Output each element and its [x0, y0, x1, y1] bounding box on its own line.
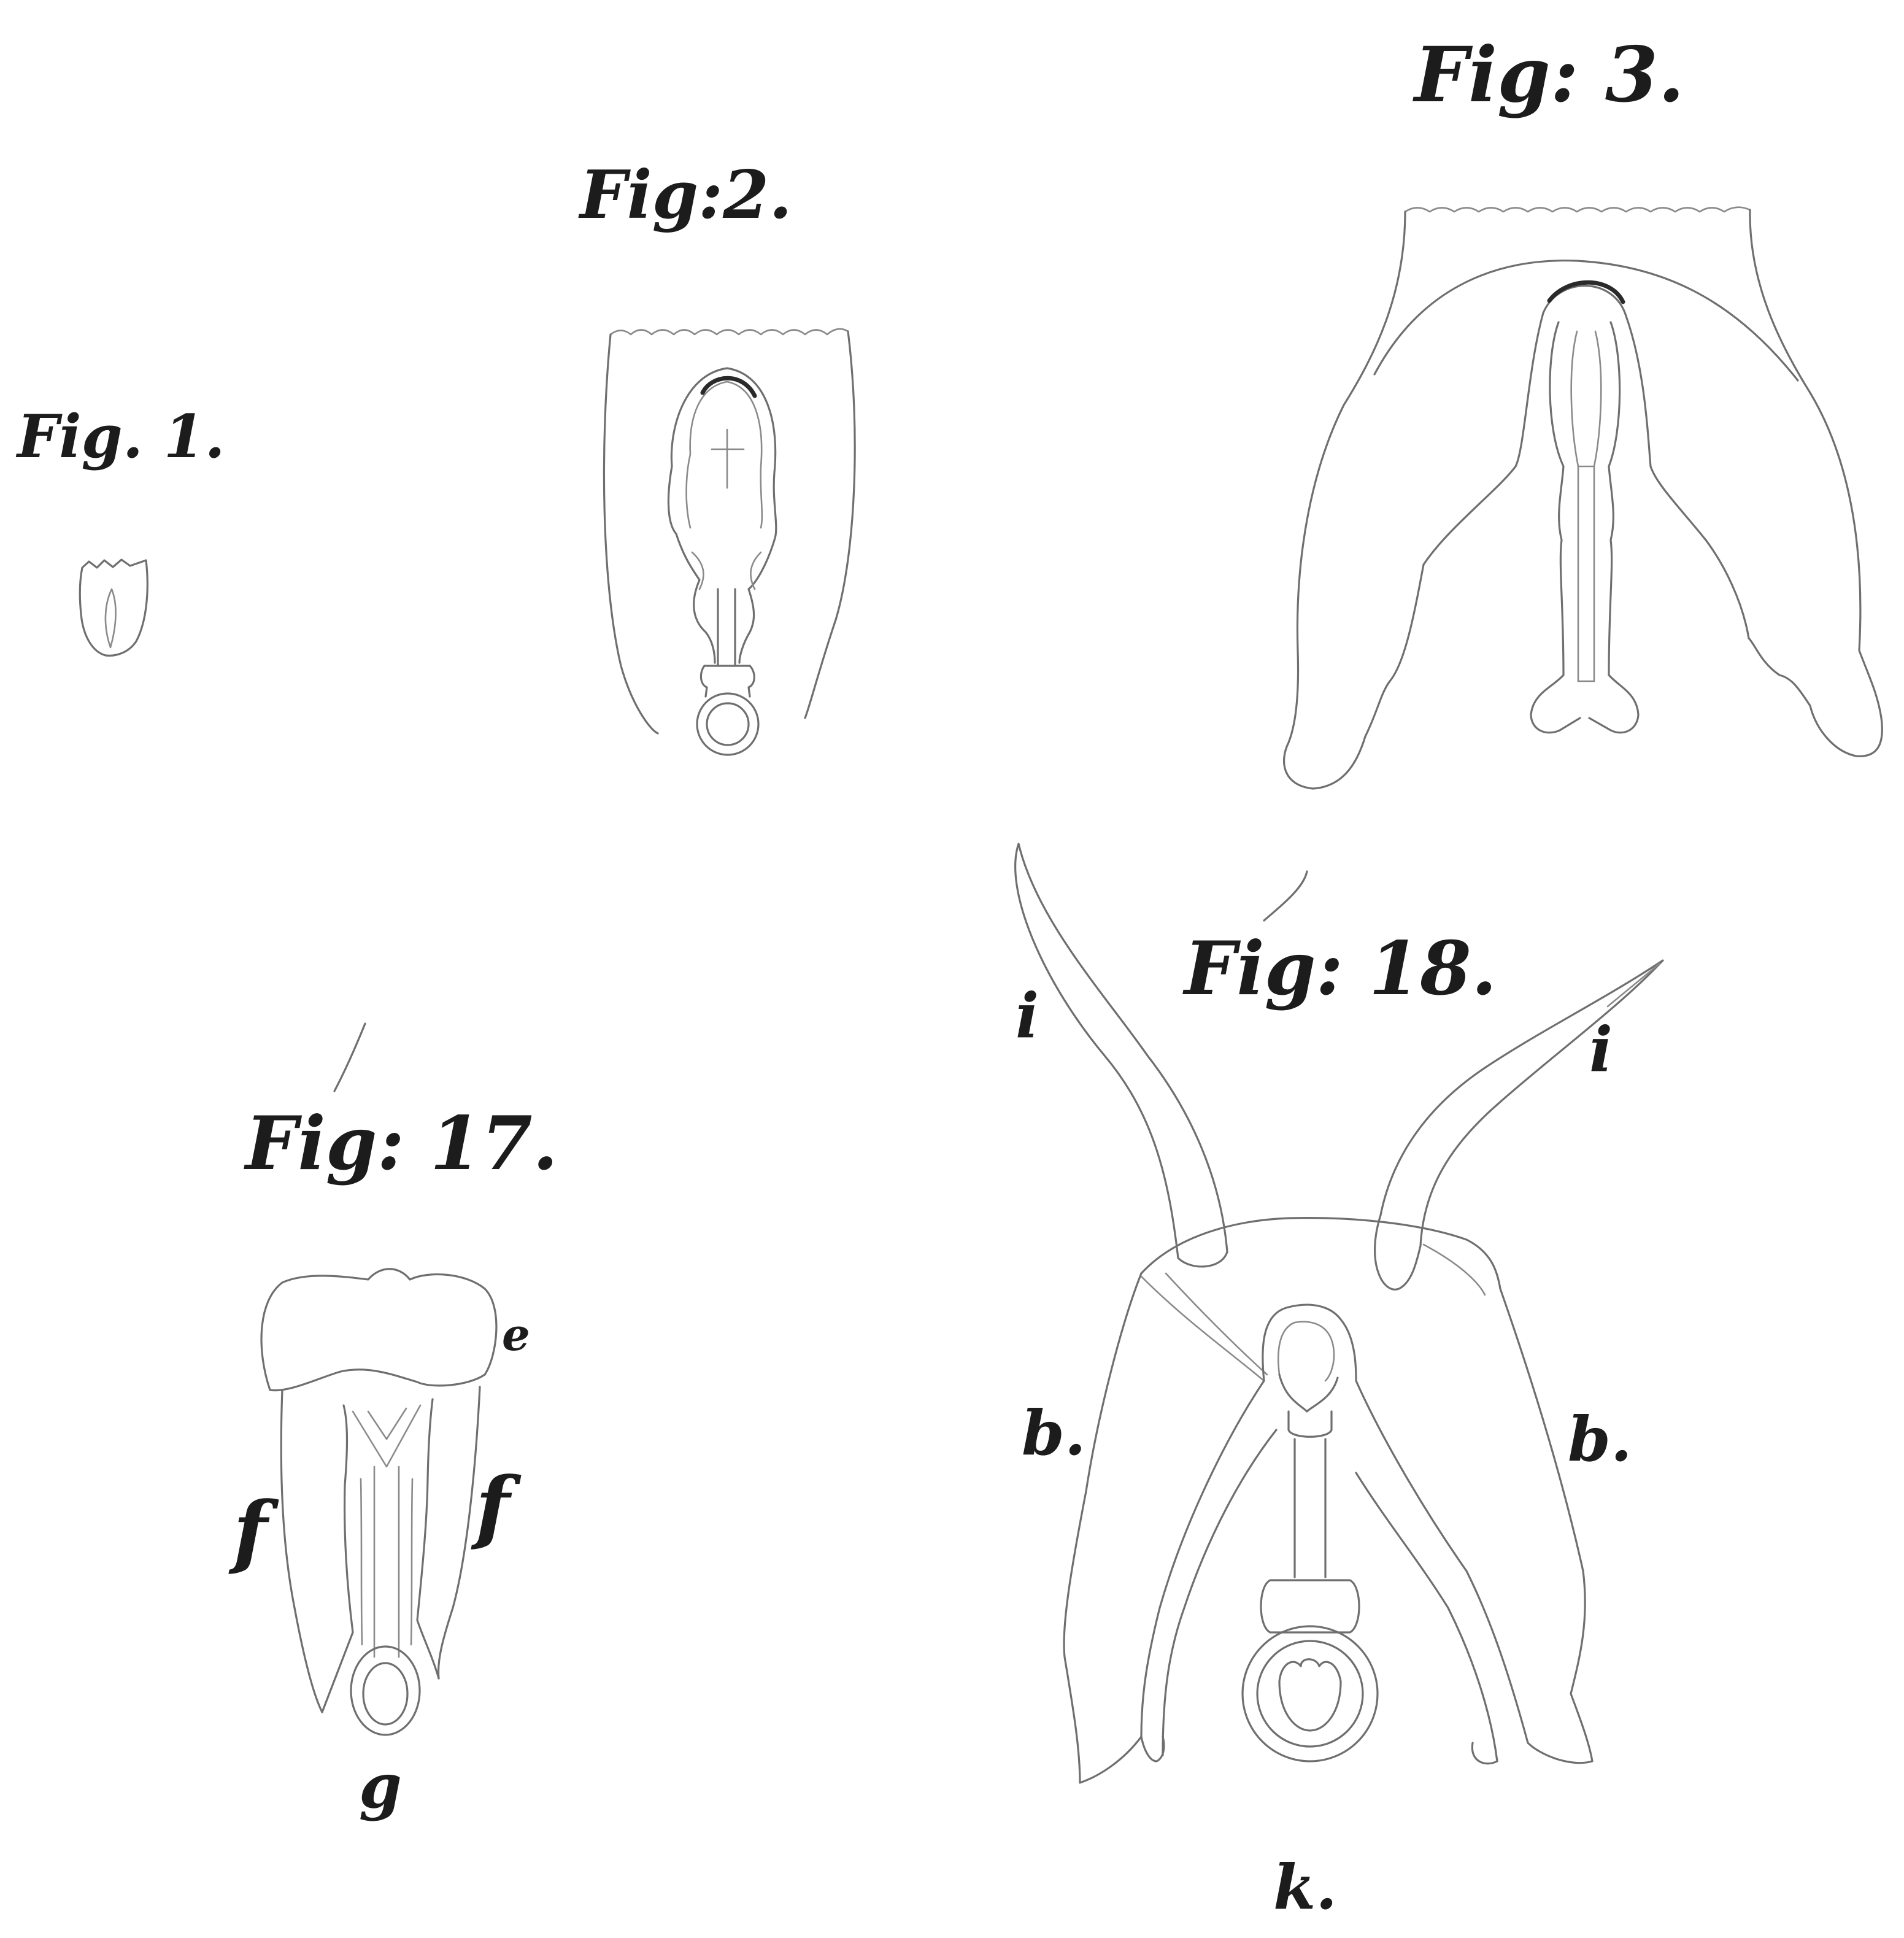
figure-2: Fig:2.	[578, 156, 855, 755]
figure-18: Fig: 18.	[1016, 844, 1663, 1923]
fig-17-drawing: e f f g	[228, 1269, 530, 1822]
fig-1-title: Fig. 1.	[15, 402, 225, 471]
fig-17-label-g: g	[359, 1750, 402, 1822]
fig-17-label-f-right: f	[471, 1459, 522, 1553]
fig-18-title-flourish	[1264, 871, 1307, 921]
fig-18-label-k: k.	[1273, 1851, 1337, 1923]
fig-2-title: Fig:2.	[578, 156, 792, 234]
figure-1: Fig. 1.	[15, 402, 225, 655]
fig-17-label-f-left: f	[228, 1484, 279, 1578]
fig-2-drawing	[604, 329, 855, 755]
fig-18-label-i-right: i	[1589, 1013, 1613, 1086]
fig-1-drawing	[80, 560, 147, 655]
fig-17-label-e: e	[502, 1308, 530, 1361]
fig-17-title: Fig: 17.	[244, 1100, 558, 1187]
fig-18-label-b-right: b.	[1568, 1403, 1632, 1475]
figure-17: Fig: 17. e f f g	[228, 1024, 558, 1822]
fig-18-label-b-left: b.	[1022, 1397, 1086, 1469]
fig-18-title: Fig: 18.	[1182, 925, 1497, 1012]
fig-17-title-flourish	[334, 1024, 365, 1091]
figure-3: Fig: 3.	[1284, 31, 1883, 789]
fig-18-label-i-left: i	[1016, 979, 1039, 1052]
fig-3-drawing	[1284, 207, 1883, 789]
fig-3-title: Fig: 3.	[1413, 31, 1684, 120]
